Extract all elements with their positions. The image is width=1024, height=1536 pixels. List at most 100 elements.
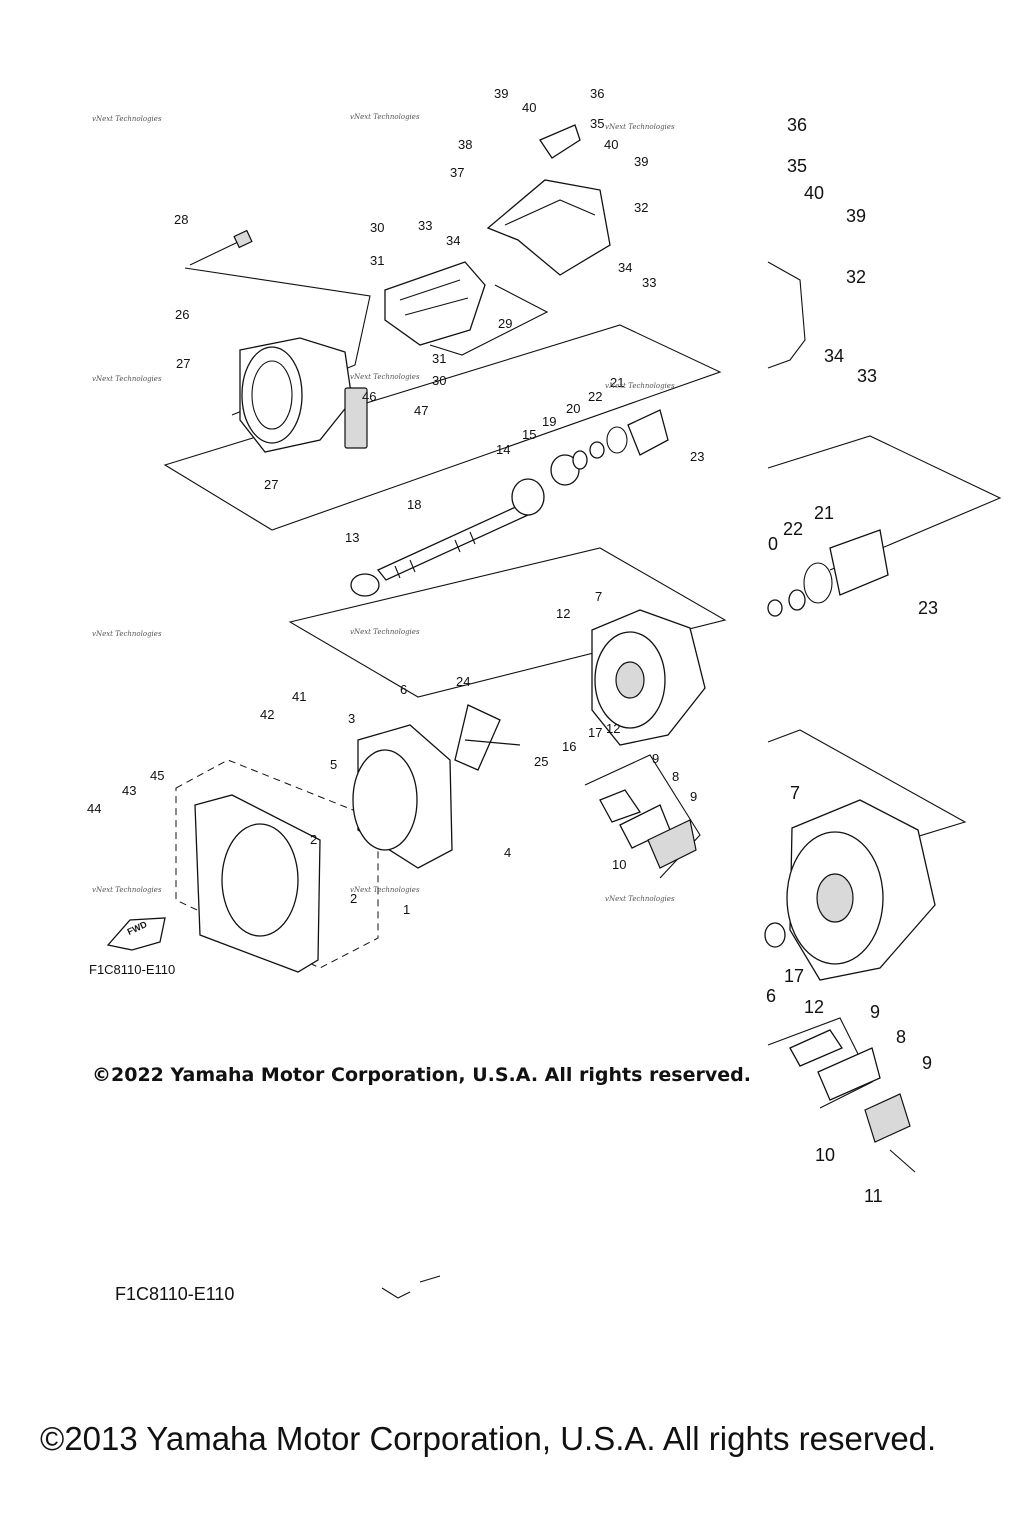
fwd-arrow-shape bbox=[106, 917, 166, 951]
part-32-deflector bbox=[486, 179, 611, 276]
part-8-9-10-grate-assembly bbox=[599, 789, 697, 869]
callout-16: 16 bbox=[562, 739, 577, 754]
callout-44: 44 bbox=[87, 801, 102, 816]
callout-1: 1 bbox=[403, 902, 411, 917]
watermark: vNext Technologies bbox=[92, 886, 162, 894]
right-part-10-grate bbox=[864, 1093, 911, 1143]
callout-3: 3 bbox=[348, 711, 356, 726]
callout-46: 46 bbox=[362, 389, 377, 404]
callout-43: 43 bbox=[122, 783, 137, 798]
watermark: vNext Technologies bbox=[605, 382, 675, 390]
right-callout-9: 9 bbox=[870, 1002, 881, 1022]
watermark: vNext Technologies bbox=[605, 895, 675, 903]
callout-15: 15 bbox=[522, 427, 537, 442]
right-deflector-edge bbox=[767, 261, 806, 369]
callout-13: 13 bbox=[345, 530, 360, 545]
right-callout-16-cut: 6 bbox=[766, 986, 777, 1006]
callout-47: 47 bbox=[414, 403, 429, 418]
right-callout-10: 10 bbox=[815, 1145, 836, 1165]
right-grate-outline bbox=[767, 1017, 873, 1109]
right-callout-21: 21 bbox=[814, 503, 835, 523]
callout-34: 34 bbox=[446, 233, 461, 248]
right-callout-20-cut: 0 bbox=[768, 534, 779, 554]
right-part-9-gasket bbox=[789, 1029, 843, 1067]
callout-19: 19 bbox=[542, 414, 557, 429]
callout-32: 32 bbox=[634, 200, 649, 215]
part-15-bearing bbox=[550, 454, 580, 486]
part-7-jet-pump-housing bbox=[591, 609, 706, 746]
part-18-drive-shaft bbox=[376, 504, 530, 581]
part-24-impeller bbox=[454, 704, 521, 771]
callout-27: 27 bbox=[176, 356, 191, 371]
callout-45: 45 bbox=[150, 768, 165, 783]
callout-31: 31 bbox=[370, 253, 385, 268]
callout-34: 34 bbox=[618, 260, 633, 275]
callout-28: 28 bbox=[174, 212, 189, 227]
callout-25: 25 bbox=[534, 754, 549, 769]
copyright-2022: ©2022 Yamaha Motor Corporation, U.S.A. A… bbox=[92, 1064, 751, 1086]
part-26-jet-housing bbox=[239, 337, 368, 453]
right-callout-12: 12 bbox=[804, 997, 825, 1017]
callout-2: 2 bbox=[350, 891, 358, 906]
shaft-housing-group-outline bbox=[288, 547, 727, 698]
right-callout-35: 35 bbox=[787, 156, 808, 176]
callout-30: 30 bbox=[432, 373, 447, 388]
right-callout-40: 40 bbox=[804, 183, 825, 203]
upper-housing-group-outline bbox=[163, 324, 722, 531]
callout-4: 4 bbox=[504, 845, 512, 860]
right-group-outline-upper bbox=[767, 435, 1002, 571]
copyright-2013: ©2013 Yamaha Motor Corporation, U.S.A. A… bbox=[40, 1420, 937, 1457]
callout-40: 40 bbox=[604, 137, 619, 152]
right-part-11-bolt bbox=[889, 1149, 916, 1173]
small-check-mark bbox=[381, 1275, 441, 1299]
watermark: vNext Technologies bbox=[350, 886, 420, 894]
callout-6: 6 bbox=[400, 682, 408, 697]
right-callout-36: 36 bbox=[787, 115, 808, 135]
part-1-ride-plate bbox=[194, 794, 321, 973]
callout-39: 39 bbox=[494, 86, 509, 101]
callout-23: 23 bbox=[690, 449, 705, 464]
callout-38: 38 bbox=[458, 137, 473, 152]
part-29-nozzle bbox=[384, 261, 486, 346]
callout-21: 21 bbox=[610, 375, 625, 390]
callout-26: 26 bbox=[175, 307, 190, 322]
part-22-o-ring bbox=[606, 426, 628, 454]
right-part-8-spacer bbox=[817, 1047, 881, 1101]
right-part-7-jet-pump-housing bbox=[786, 799, 936, 981]
callout-30: 30 bbox=[370, 220, 385, 235]
callout-20: 20 bbox=[566, 401, 581, 416]
right-part-21-cap bbox=[829, 529, 889, 596]
right-part-20-nut bbox=[788, 589, 806, 611]
part-14-sleeve bbox=[511, 478, 545, 516]
callout-31: 31 bbox=[432, 351, 447, 366]
diagram-code-right: F1C8110-E110 bbox=[115, 1284, 235, 1304]
deflector-group-outline bbox=[429, 284, 549, 356]
callout-29: 29 bbox=[498, 316, 513, 331]
callout-39: 39 bbox=[634, 154, 649, 169]
watermark: vNext Technologies bbox=[605, 123, 675, 131]
callout-33: 33 bbox=[642, 275, 657, 290]
right-callout-8: 8 bbox=[896, 1027, 907, 1047]
intake-plate-dashed-outline bbox=[175, 759, 379, 969]
right-callout-32: 32 bbox=[846, 267, 867, 287]
watermark: vNext Technologies bbox=[92, 630, 162, 638]
callout-9: 9 bbox=[652, 751, 660, 766]
callout-36: 36 bbox=[590, 86, 605, 101]
callout-12: 12 bbox=[606, 721, 621, 736]
right-callout-7: 7 bbox=[790, 783, 801, 803]
part-19-washer bbox=[572, 450, 588, 470]
part-3-intake-duct bbox=[352, 724, 453, 869]
callout-14: 14 bbox=[496, 442, 511, 457]
watermark: vNext Technologies bbox=[92, 375, 162, 383]
callout-24: 24 bbox=[456, 674, 471, 689]
right-callout-34: 34 bbox=[824, 346, 845, 366]
right-callout-23: 23 bbox=[918, 598, 939, 618]
right-part-17-seal bbox=[764, 922, 786, 948]
callout-42: 42 bbox=[260, 707, 275, 722]
callout-37: 37 bbox=[450, 165, 465, 180]
callout-17: 17 bbox=[588, 725, 603, 740]
diagram-code-left: F1C8110-E110 bbox=[89, 962, 176, 977]
right-callout-39: 39 bbox=[846, 206, 867, 226]
watermark: vNext Technologies bbox=[350, 628, 420, 636]
